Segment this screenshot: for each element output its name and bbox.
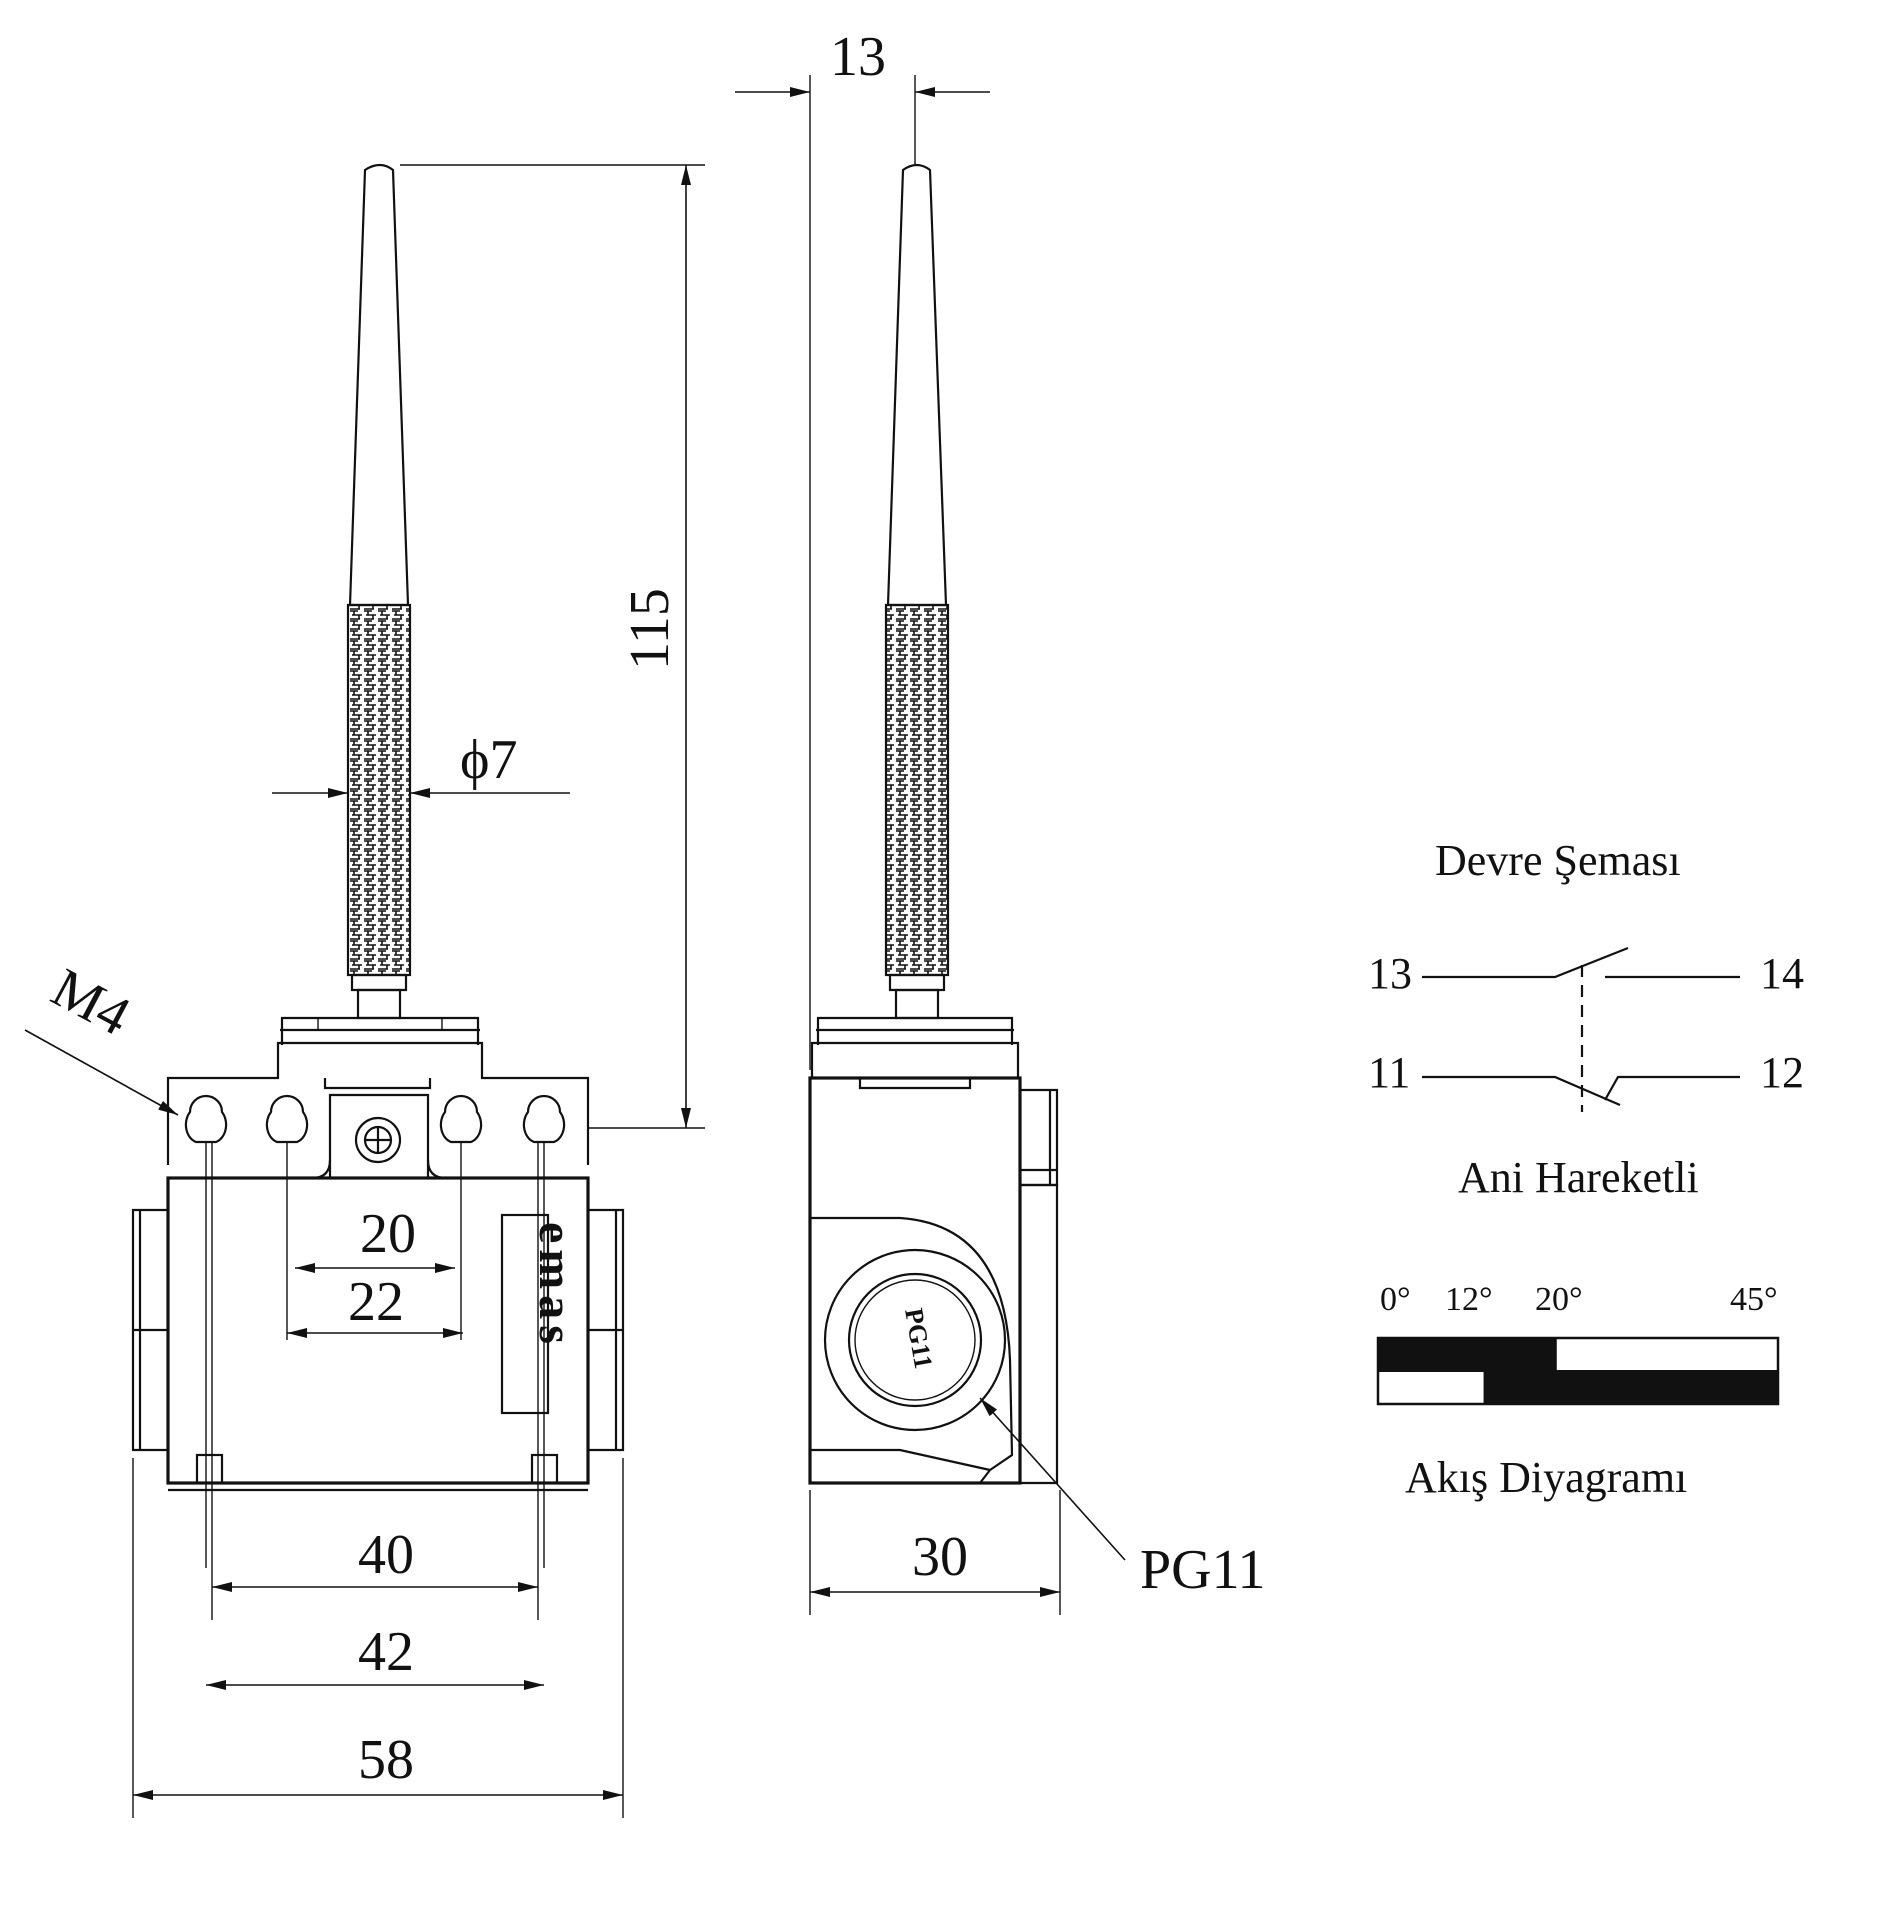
- terminal-11: 11: [1368, 1048, 1410, 1097]
- brand-logo: emas: [500, 1213, 582, 1415]
- flow-diagram: 0° 12° 20° 45° Akış Diyagramı: [1376, 1281, 1780, 1502]
- front-view: emas 20 22 40 42 58 115 ϕ7 M4: [24, 163, 705, 1818]
- terminal-14: 14: [1760, 949, 1804, 998]
- dim-40-label: 40: [358, 1524, 414, 1586]
- dim-diameter-label: ϕ7: [460, 729, 517, 791]
- side-rod: [886, 163, 948, 607]
- dim-42-label: 42: [358, 1621, 414, 1683]
- angle-label-0: 0°: [1380, 1281, 1411, 1318]
- flow-title: Akış Diyagramı: [1405, 1453, 1687, 1502]
- screw-slots: [184, 1094, 566, 1144]
- flow-row-2-segment-2: [1483, 1370, 1779, 1405]
- dim-58-label: 58: [358, 1729, 414, 1791]
- side-spring: [884, 603, 950, 977]
- gland-marking: PG11: [899, 1306, 938, 1371]
- dim-22-label: 22: [348, 1271, 404, 1333]
- dim-m4-label: M4: [42, 957, 140, 1048]
- dim-13-label: 13: [830, 26, 886, 88]
- front-rod: [348, 163, 410, 607]
- flow-row-2-segment-1: [1377, 1370, 1486, 1405]
- front-spring: [346, 603, 412, 977]
- side-body: [808, 1076, 1022, 1485]
- flow-row-1-segment-2: [1554, 1337, 1780, 1372]
- dim-30-label: 30: [912, 1526, 968, 1588]
- center-screw: [354, 1116, 402, 1164]
- dim-pg11-label: PG11: [1140, 1539, 1266, 1601]
- pg11-gland: PG11: [823, 1248, 1007, 1432]
- brand-logo-text: emas: [529, 1222, 582, 1350]
- terminal-12: 12: [1760, 1048, 1804, 1097]
- flow-frame: [1376, 1336, 1780, 1406]
- circuit-diagram: Devre Şeması 13 14 11 12 Ani Hareketli: [1368, 836, 1804, 1202]
- flow-row-1-segment-1: [1377, 1337, 1557, 1372]
- flow-bars: [1376, 1336, 1780, 1406]
- dim-115-label: 115: [619, 588, 681, 670]
- side-view: PG11 13 30 PG11: [735, 26, 1266, 1615]
- front-head: [280, 1016, 480, 1045]
- front-top-plate: [166, 1041, 590, 1165]
- dim-20-label: 20: [360, 1203, 416, 1265]
- circuit-title: Devre Şeması: [1435, 836, 1681, 885]
- angle-label-3: 45°: [1730, 1281, 1778, 1318]
- action-label: Ani Hareketli: [1458, 1153, 1699, 1202]
- terminal-13: 13: [1368, 949, 1412, 998]
- angle-label-2: 20°: [1535, 1281, 1583, 1318]
- angle-label-1: 12°: [1445, 1281, 1493, 1318]
